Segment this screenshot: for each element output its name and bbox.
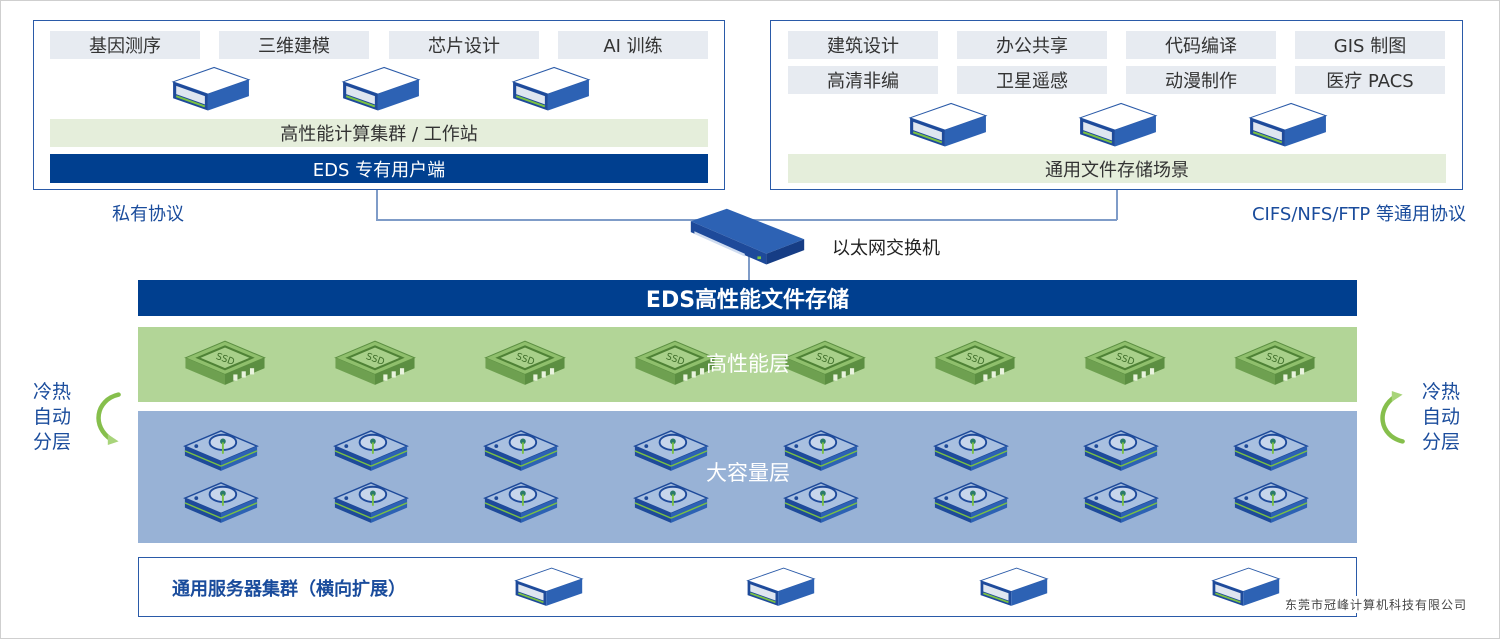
scenario-tag: AI 训练 (558, 31, 708, 59)
hdd-icon (183, 425, 259, 473)
connector-line (1116, 190, 1118, 220)
rack-server-icon (744, 564, 816, 610)
eds-storage-title: EDS高性能文件存储 (138, 280, 1357, 316)
tiering-text: 分层 (1421, 431, 1460, 453)
general-protocol-label: CIFS/NFS/FTP 等通用协议 (1251, 204, 1466, 225)
scenario-tag: 三维建模 (219, 31, 369, 59)
rack-server-icon (1246, 99, 1328, 151)
hdd-icon (1083, 425, 1159, 473)
scenario-tag: 动漫制作 (1126, 66, 1276, 94)
auto-tiering-label-left: 冷热 自动 分层 (30, 380, 74, 455)
tiering-text: 冷热 (32, 381, 71, 403)
rack-server-icon (1209, 564, 1281, 610)
general-storage-scene-bar: 通用文件存储场景 (788, 154, 1446, 183)
general-protocol-group: 建筑设计 办公共享 代码编译 GIS 制图 高清非编 卫星遥感 动漫制作 医疗 … (770, 20, 1463, 190)
eds-client-bar: EDS 专有用户端 (50, 154, 708, 183)
tiering-text: 自动 (32, 406, 71, 428)
ssd-icon: SSD (934, 340, 1016, 386)
server-cluster-box: 通用服务器集群（横向扩展） (138, 557, 1357, 617)
hpc-cluster-bar: 高性能计算集群 / 工作站 (50, 119, 708, 147)
hdd-icon (933, 425, 1009, 473)
ethernet-switch-icon (680, 198, 815, 268)
hdd-icon (333, 425, 409, 473)
rack-server-icon (906, 99, 988, 151)
scenario-tag: 办公共享 (957, 31, 1107, 59)
connector-line (748, 250, 750, 280)
company-name: 东莞市冠峰计算机科技有限公司 (1285, 596, 1468, 613)
ssd-icon: SSD (334, 340, 416, 386)
hdd-icon (1233, 477, 1309, 525)
ssd-icon: SSD (1084, 340, 1166, 386)
hdd-icon (933, 477, 1009, 525)
scenario-tag: 建筑设计 (788, 31, 938, 59)
capacity-layer-label: 大容量层 (706, 461, 790, 485)
scenario-tag: 医疗 PACS (1295, 66, 1445, 94)
hdd-icon (483, 425, 559, 473)
rack-server-icon (512, 564, 584, 610)
private-protocol-group: 基因测序 三维建模 芯片设计 AI 训练 高性能计算集群 / 工作站 EDS 专… (33, 20, 725, 190)
server-cluster-label: 通用服务器集群（横向扩展） (172, 579, 406, 600)
tiering-text: 冷热 (1421, 381, 1460, 403)
curved-arrow-icon (88, 388, 124, 448)
hdd-icon (633, 477, 709, 525)
tiering-text: 自动 (1421, 406, 1460, 428)
hdd-icon (1083, 477, 1159, 525)
scenario-tag: 基因测序 (50, 31, 200, 59)
hdd-icon (483, 477, 559, 525)
hdd-icon (633, 425, 709, 473)
private-protocol-label: 私有协议 (112, 204, 184, 225)
hdd-icon (783, 425, 859, 473)
hdd-icon (1233, 425, 1309, 473)
rack-server-icon (1076, 99, 1158, 151)
rack-server-icon (509, 63, 591, 115)
rack-server-icon (977, 564, 1049, 610)
connector-line (376, 190, 378, 220)
ssd-icon: SSD (484, 340, 566, 386)
scenario-tag: GIS 制图 (1295, 31, 1445, 59)
scenario-tag: 代码编译 (1126, 31, 1276, 59)
auto-tiering-label-right: 冷热 自动 分层 (1419, 380, 1463, 455)
scenario-tag: 卫星遥感 (957, 66, 1107, 94)
capacity-layer: 大容量层 (138, 411, 1357, 543)
hdd-icon (183, 477, 259, 525)
ssd-icon: SSD (1234, 340, 1316, 386)
ssd-icon: SSD (784, 340, 866, 386)
tiering-text: 分层 (32, 431, 71, 453)
curved-arrow-icon (1372, 388, 1408, 448)
performance-layer-label: 高性能层 (706, 352, 790, 376)
rack-server-icon (169, 63, 251, 115)
hdd-icon (333, 477, 409, 525)
scenario-tag: 芯片设计 (389, 31, 539, 59)
performance-layer: SSD SSD SSD SSD SSD SSD SSD SSD 高性能层 (138, 327, 1357, 402)
scenario-tag: 高清非编 (788, 66, 938, 94)
ssd-icon: SSD (184, 340, 266, 386)
switch-label: 以太网交换机 (832, 238, 940, 259)
hdd-icon (783, 477, 859, 525)
rack-server-icon (339, 63, 421, 115)
ssd-icon: SSD (634, 340, 716, 386)
